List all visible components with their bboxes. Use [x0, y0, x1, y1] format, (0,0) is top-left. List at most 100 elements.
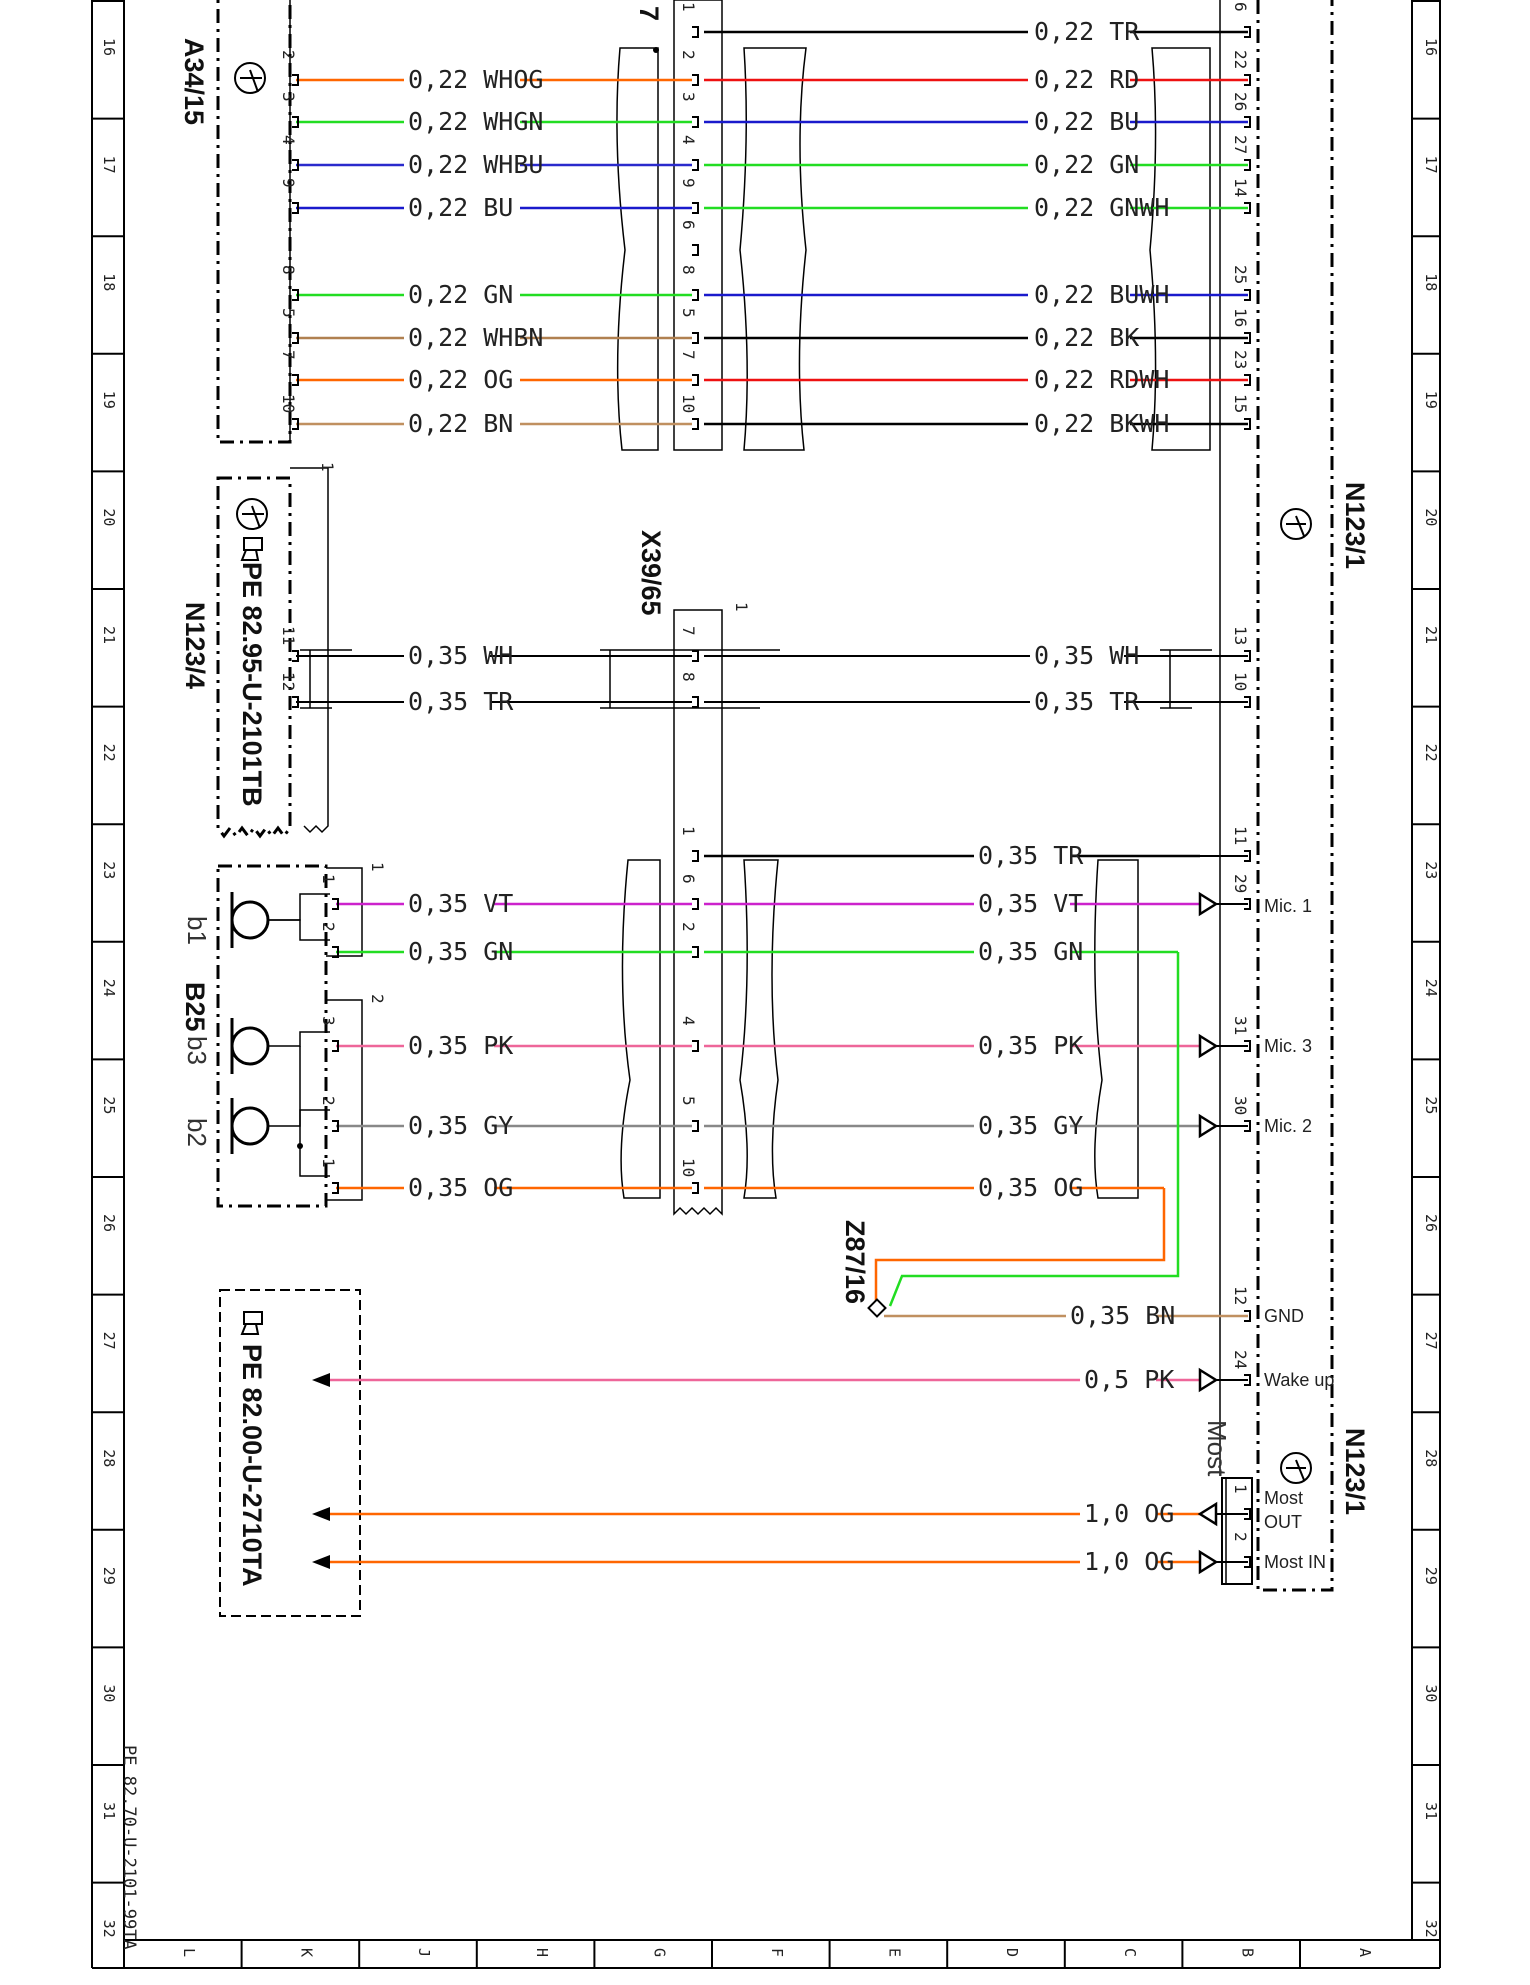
- signal-arrow-icon: [1198, 1033, 1219, 1059]
- grid-number: 17: [1422, 156, 1440, 174]
- n123-4-label: N123/4: [180, 602, 210, 689]
- pin-terminal: [692, 650, 699, 662]
- grid-letter: L: [180, 1948, 198, 1957]
- grid-number: 18: [100, 273, 118, 291]
- wire-label-right: 0,35 WH: [1034, 641, 1139, 670]
- pin-number: 30: [1231, 1096, 1250, 1115]
- pin-terminal: [692, 289, 699, 301]
- partial-top-label: 7: [634, 6, 664, 21]
- wire-label-right: 0,35 GY: [978, 1111, 1083, 1140]
- grid-letter: B: [1238, 1948, 1256, 1957]
- drawing-frame: [91, 0, 1441, 1969]
- wire-label-right: 0,35 TR: [1034, 687, 1140, 716]
- pin-number: 4: [679, 135, 698, 145]
- pin-terminal: [1244, 850, 1251, 862]
- pin-terminal: [292, 332, 299, 344]
- grid-number: 28: [100, 1449, 118, 1467]
- most-block-label: Most: [1202, 1420, 1232, 1477]
- pin-terminal: [692, 696, 699, 708]
- signal-arrow-icon: [1198, 1549, 1219, 1575]
- grid-number: 22: [100, 744, 118, 762]
- pin-terminal: [332, 1120, 339, 1132]
- pin-terminal: [1244, 1040, 1251, 1052]
- microphone-icon: [230, 892, 270, 948]
- pin-terminal: [332, 1040, 339, 1052]
- grid-number: 19: [100, 391, 118, 409]
- wire-label-right: 0,22 RDWH: [1034, 365, 1169, 394]
- pin-number: 16: [1231, 308, 1250, 327]
- arrow-head-icon: [312, 1373, 330, 1387]
- pin-number: 1: [319, 874, 338, 884]
- pin-terminal: [1244, 418, 1251, 430]
- grid-letter: H: [533, 1948, 551, 1957]
- pin-number: 9: [679, 178, 698, 188]
- grid-number: 20: [100, 508, 118, 526]
- pin-number: 9: [279, 178, 298, 188]
- grid-number: 19: [1422, 391, 1440, 409]
- grid-number: 27: [100, 1332, 118, 1350]
- wire-label-right: 0,35 VT: [978, 889, 1083, 918]
- pin-terminal: [692, 159, 699, 171]
- transistor-icon: [1280, 1452, 1312, 1484]
- arrow-head-icon: [312, 1555, 330, 1569]
- wire-label-right: 0,22 TR: [1034, 17, 1140, 46]
- most-in-pin-label: Most IN: [1264, 1552, 1326, 1572]
- pin-number: 8: [279, 265, 298, 275]
- pin-number: 6: [679, 220, 698, 230]
- wires: [296, 30, 1248, 1575]
- wire-label-right: 0,22 BK: [1034, 323, 1139, 352]
- x39-65-connector: [616, 0, 1211, 1216]
- grid-number: 25: [100, 1096, 118, 1114]
- microphone-icon: [230, 1018, 270, 1074]
- wire-label-right: 0,35 GN: [978, 937, 1083, 966]
- pin-terminal: [1244, 26, 1251, 38]
- grid-number: 25: [1422, 1096, 1440, 1114]
- z87-16-label: Z87/16: [840, 1220, 870, 1304]
- wire-label-gnd: 0,35 BN: [1070, 1301, 1175, 1330]
- pin-terminal: [692, 26, 699, 38]
- arrow-head-icon: [312, 1507, 330, 1521]
- wire-label-right: 0,35 TR: [978, 841, 1084, 870]
- n123-1-component: N123/1 N123/1 Most: [1202, 0, 1370, 1592]
- grid-number: 30: [100, 1684, 118, 1702]
- pin-terminal: [1244, 332, 1251, 344]
- grid-number: 24: [100, 979, 118, 997]
- b2-label: b2: [182, 1118, 212, 1147]
- pin-number: 26: [1231, 92, 1250, 111]
- wire-label-right: 0,22 BU: [1034, 107, 1139, 136]
- wire-label-left: 0,35 TR: [408, 687, 514, 716]
- wire-label-left: 0,22 WHOG: [408, 65, 543, 94]
- pin-number: 5: [679, 1096, 698, 1106]
- pin-terminal: [692, 946, 699, 958]
- pin-number: 3: [279, 92, 298, 102]
- b3-group-corner-number: 2: [368, 994, 387, 1004]
- wire-label-left: 0,35 OG: [408, 1173, 513, 1202]
- a34-15-label: A34/15: [179, 38, 209, 125]
- grid-number: 21: [100, 626, 118, 644]
- pin-number: 5: [679, 308, 698, 318]
- grid-number: 16: [100, 38, 118, 56]
- pin-number: 2: [279, 50, 298, 60]
- pin-number: 22: [1231, 50, 1250, 69]
- signal-arrow-icon: [1198, 891, 1219, 917]
- pin-number: 6: [679, 874, 698, 884]
- junction-dot: [653, 47, 659, 53]
- pin-terminal: [692, 898, 699, 910]
- wire-label-left: 0,22 WHBU: [408, 150, 543, 179]
- grid-number: 23: [1422, 861, 1440, 879]
- wire-label-left: 0,35 PK: [408, 1031, 513, 1060]
- pin-number: 29: [1231, 874, 1250, 893]
- x39-corner-number: 1: [732, 602, 751, 612]
- splice-icon: [867, 1298, 887, 1318]
- pin-terminal: [332, 898, 339, 910]
- pin-terminal: [1244, 1508, 1251, 1520]
- pin-terminal: [1244, 1120, 1251, 1132]
- pin-terminal: [1244, 1374, 1251, 1386]
- mic3-pin-label: Mic. 3: [1264, 1036, 1312, 1056]
- page-reference: PE 82.70-U-2101-99TA: [119, 1745, 139, 1950]
- grid-letter: G: [650, 1948, 668, 1957]
- grid-number: 26: [1422, 1214, 1440, 1232]
- b25-label: B25: [180, 982, 210, 1032]
- pin-terminal: [292, 116, 299, 128]
